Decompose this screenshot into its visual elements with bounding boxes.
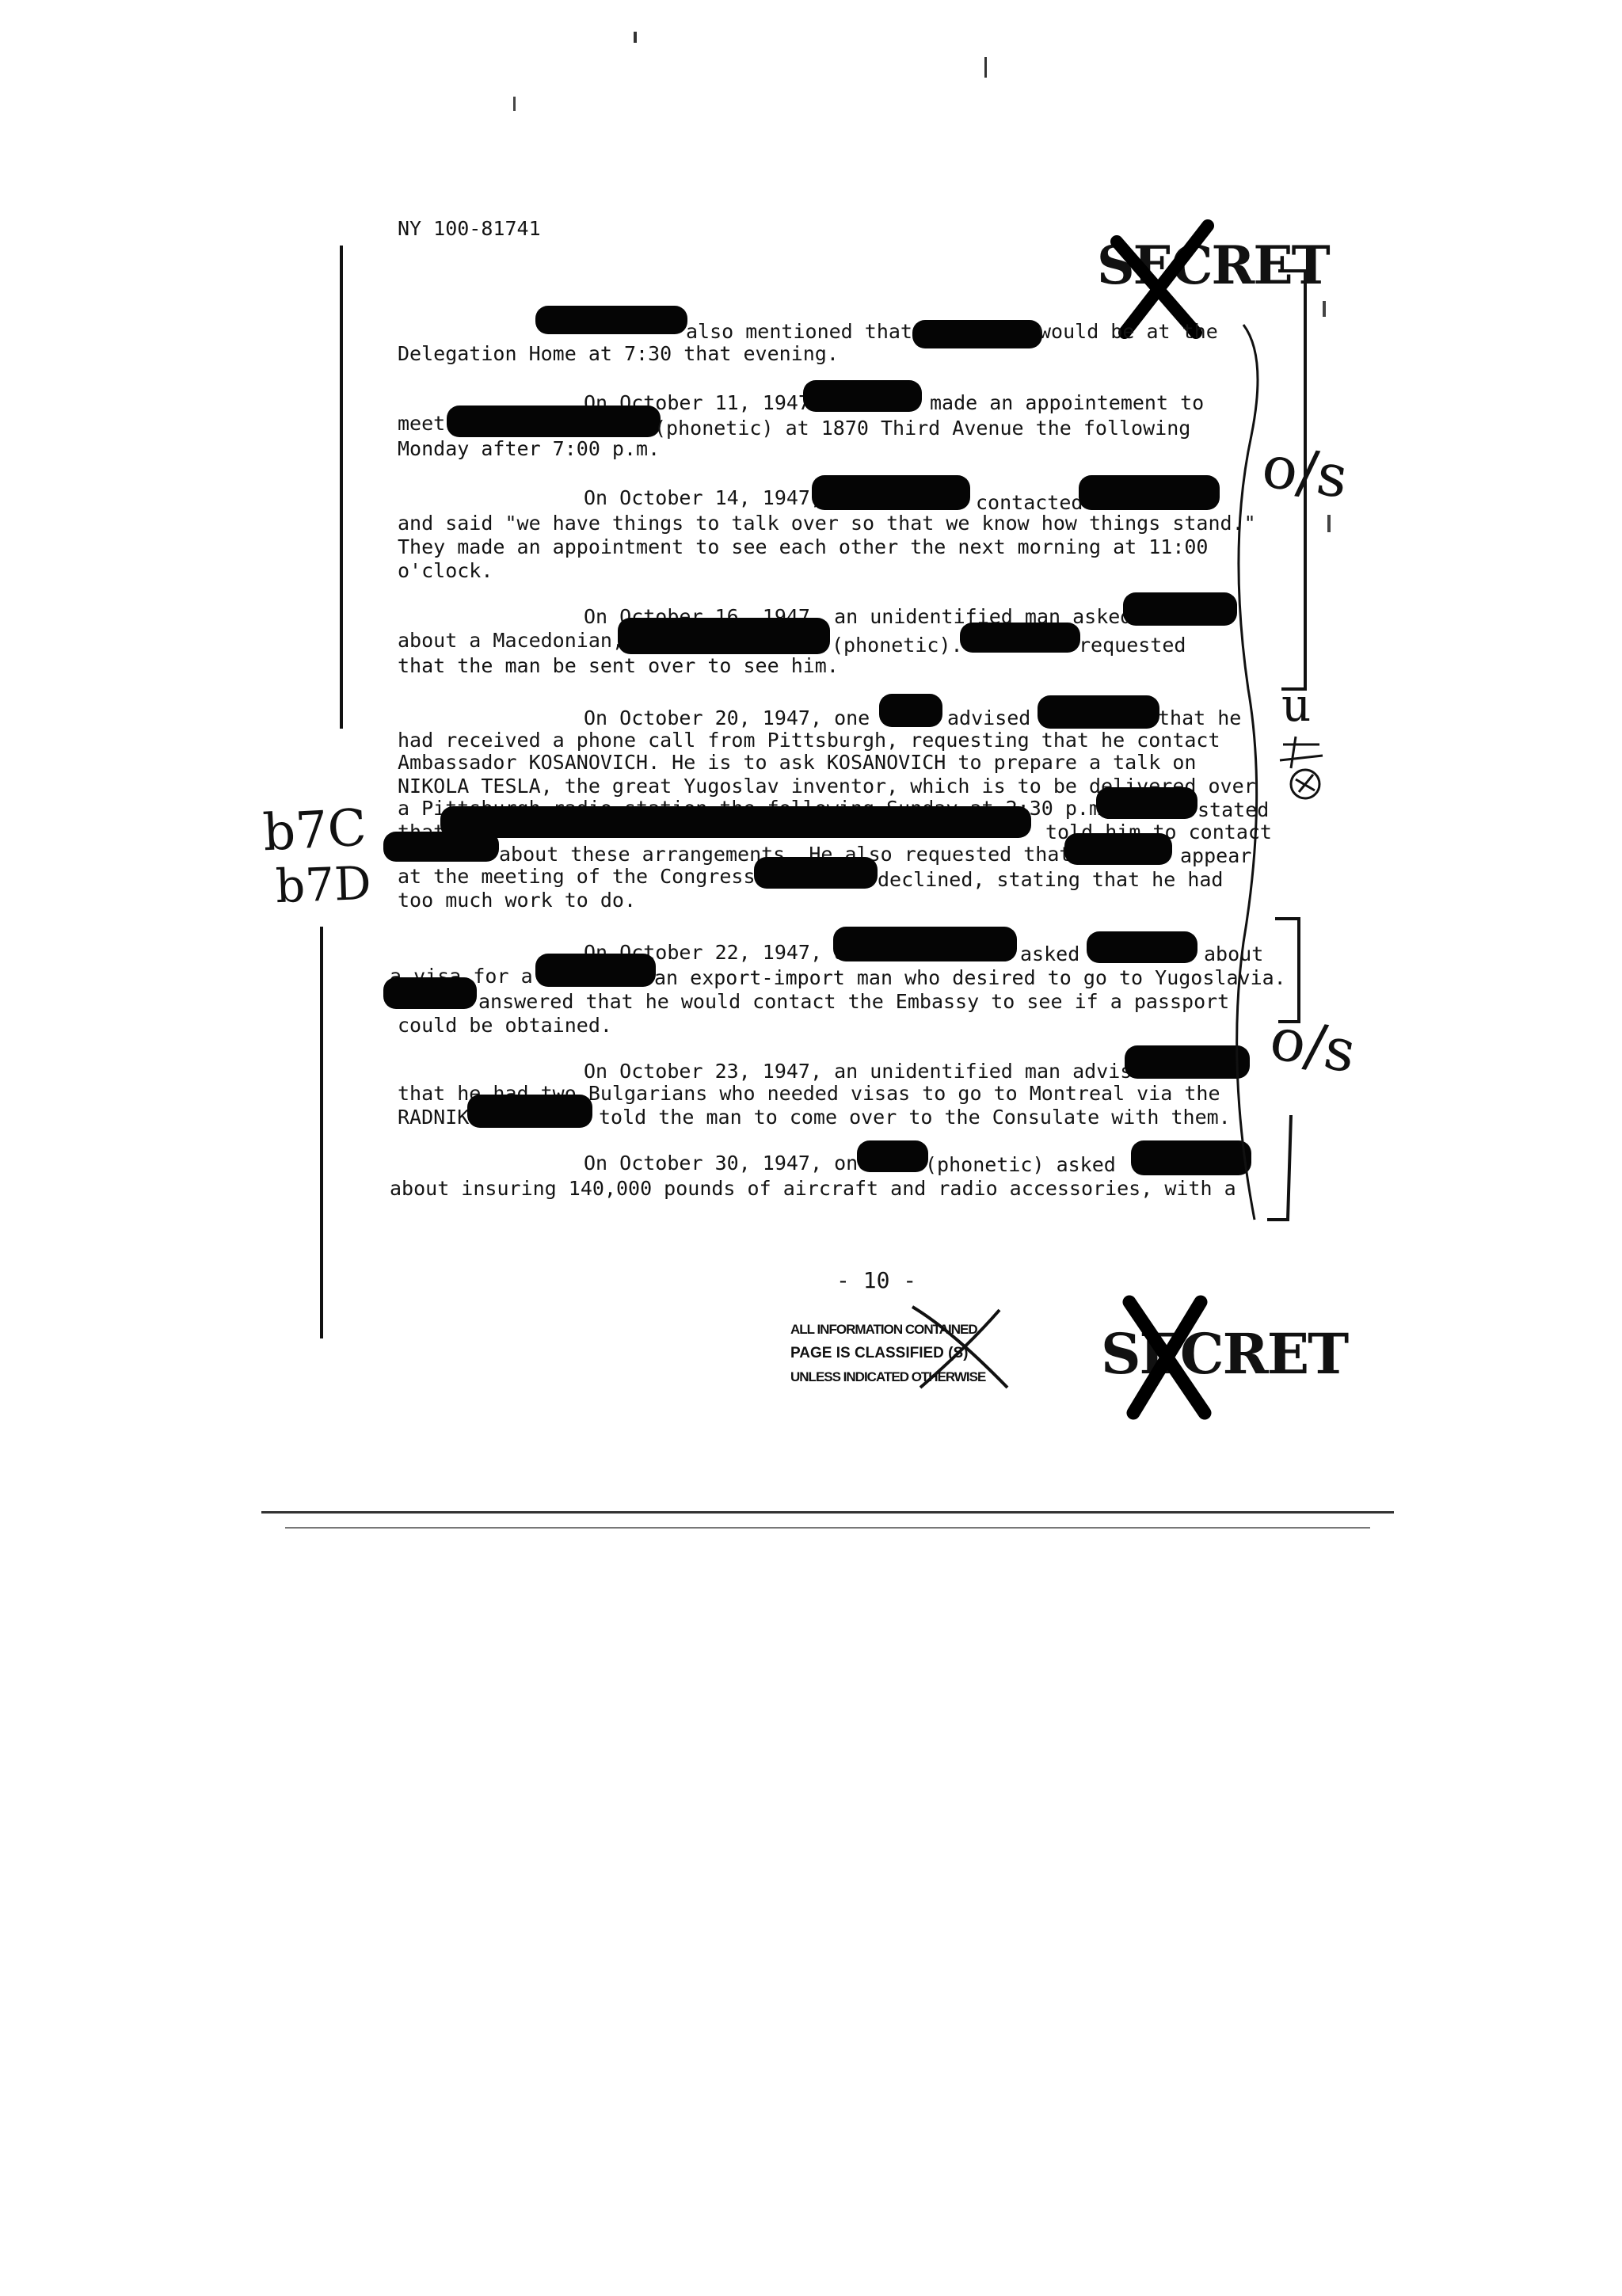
file-number: NY 100-81741 (398, 217, 541, 240)
redaction-box (535, 954, 656, 987)
scan-speck (634, 32, 637, 43)
margin-dots (1323, 301, 1326, 317)
margin-bracket (1275, 917, 1300, 1023)
redaction-box (535, 306, 687, 334)
text-line: appear (1180, 844, 1252, 867)
redaction-box (812, 475, 970, 510)
text-line: about (1204, 942, 1264, 965)
margin-line (320, 927, 323, 1338)
text-line: about a Macedonian, (398, 629, 624, 652)
margin-bracket (1267, 1114, 1293, 1221)
text-line: requested (1079, 634, 1186, 657)
page-number: - 10 - (836, 1267, 917, 1293)
text-line: about insuring 140,000 pounds of aircraf… (390, 1177, 1236, 1200)
redaction-box (618, 618, 830, 654)
declass-line: PAGE IS CLASSIFIED (S) (790, 1345, 969, 1361)
margin-line (340, 246, 343, 729)
redaction-box (1079, 475, 1220, 510)
scan-speck (984, 57, 987, 78)
text-line: an export-import man who desired to go t… (654, 966, 1286, 989)
cross-out-mark (1110, 219, 1214, 339)
text-line: On October 23, 1947, an unidentified man… (584, 1060, 1156, 1083)
redaction-box (833, 927, 1017, 961)
margin-note-u: u (1281, 678, 1312, 732)
text-line: also mentioned that (686, 320, 912, 343)
margin-bracket (1278, 269, 1307, 691)
margin-note-os: o/s (1265, 1004, 1361, 1087)
scan-speck (513, 97, 516, 111)
text-line: On October 30, 1947, one (584, 1152, 870, 1175)
redaction-box (383, 977, 477, 1009)
redaction-box (857, 1140, 928, 1172)
text-line: told the man to come over to the Consula… (599, 1106, 1231, 1129)
text-line: could be obtained. (398, 1014, 612, 1037)
text-line: Monday after 7:00 p.m. (398, 437, 661, 460)
scan-rule (285, 1527, 1370, 1529)
text-line: contacted (976, 491, 1083, 514)
text-line: asked (1020, 942, 1080, 965)
margin-dots (1327, 515, 1331, 532)
redaction-box (1087, 931, 1197, 963)
redaction-box (1096, 787, 1197, 819)
declass-line: ALL INFORMATION CONTAINED (790, 1322, 978, 1337)
text-line: On October 14, 1947, (584, 486, 823, 509)
text-line: On October 11, 1947 (584, 391, 810, 414)
text-line: made an appointement to (930, 391, 1205, 414)
redaction-box (1131, 1140, 1251, 1175)
redaction-box (1123, 592, 1237, 626)
exemption-code: b7D (274, 855, 372, 914)
text-line: would be at the (1039, 320, 1218, 343)
text-line: advised (947, 706, 1031, 729)
redaction-box (912, 320, 1042, 348)
redaction-box (803, 380, 922, 412)
margin-note-os: o/s (1258, 432, 1352, 512)
text-line: They made an appointment to see each oth… (398, 535, 1209, 558)
redaction-box (383, 832, 499, 862)
text-line: at the meeting of the Congress. (398, 865, 767, 888)
text-line: declined, stating that he had (878, 868, 1224, 891)
margin-curve (1236, 324, 1259, 1220)
text-line: too much work to do. (398, 889, 637, 912)
text-line: answered that he would contact the Embas… (478, 990, 1230, 1013)
text-line: On October 20, 1947, one (584, 706, 870, 729)
text-line: (phonetic) at 1870 Third Avenue the foll… (654, 417, 1191, 440)
text-line: and said "we have things to talk over so… (398, 512, 1256, 535)
text-line: (phonetic). (832, 634, 963, 657)
strike-mark (911, 1305, 1009, 1389)
text-line: meet (398, 412, 446, 435)
redaction-box (879, 694, 942, 727)
scan-rule (261, 1511, 1394, 1514)
cross-out-mark (1122, 1295, 1212, 1420)
text-line: Ambassador KOSANOVICH. He is to ask KOSA… (398, 751, 1197, 774)
redaction-box (467, 1095, 592, 1128)
redaction-box (1064, 833, 1172, 865)
redaction-box (1125, 1045, 1250, 1079)
text-line: RADNIK. (398, 1106, 482, 1129)
text-line: had received a phone call from Pittsburg… (398, 729, 1220, 752)
text-line: (phonetic) asked (925, 1153, 1116, 1176)
text-line: Delegation Home at 7:30 that evening. (398, 342, 839, 365)
redaction-box (447, 406, 661, 437)
scribble-mark (1279, 736, 1323, 800)
redaction-box (1038, 695, 1159, 729)
redaction-box (440, 806, 1031, 838)
exemption-code: b7C (261, 798, 368, 863)
text-line: o'clock. (398, 559, 493, 582)
redaction-box (960, 623, 1080, 653)
redaction-box (754, 857, 878, 889)
text-line: that the man be sent over to see him. (398, 654, 839, 677)
text-line: that he (1158, 706, 1242, 729)
